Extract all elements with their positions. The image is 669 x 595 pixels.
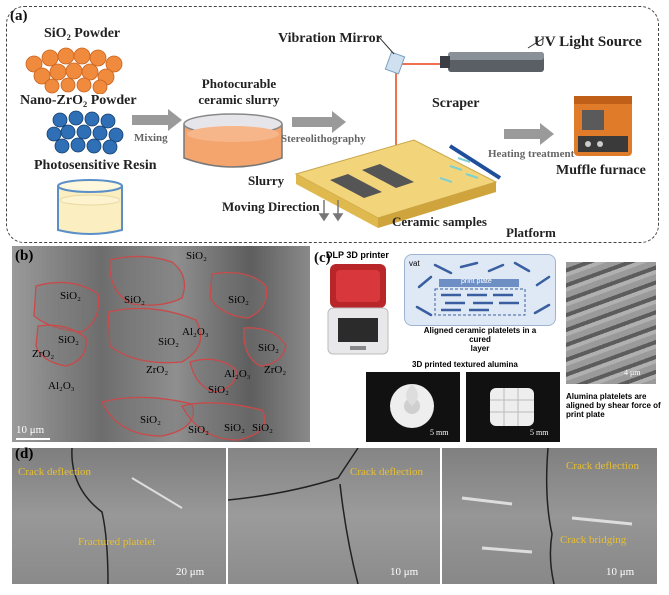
platelets bbox=[415, 261, 551, 317]
panel-b-scale-label: 10 μm bbox=[16, 424, 45, 436]
crack-path-3 bbox=[461, 448, 633, 584]
panel-b-label: (b) bbox=[15, 248, 34, 264]
slurry-title-line-2: ceramic slurry bbox=[198, 92, 280, 107]
alumina-sem-image: 4 μm bbox=[566, 262, 656, 384]
stereolithography-label: Stereolithography bbox=[281, 133, 366, 145]
panel-b-scale-bar bbox=[16, 438, 50, 440]
panel-d-label: (d) bbox=[15, 446, 34, 462]
textured-photo-2: 5 mm bbox=[466, 372, 560, 442]
alumina-caption-line-1: Alumina platelets are bbox=[566, 392, 647, 401]
aligned-caption: Aligned ceramic platelets in a cured lay… bbox=[414, 326, 546, 353]
slurry-title: Photocurable ceramic slurry bbox=[194, 76, 284, 108]
crack-deflection-label-2: Crack deflection bbox=[350, 466, 423, 478]
label-sio2-3: SiO₂ bbox=[124, 294, 145, 306]
label-sio2-2: SiO₂ bbox=[60, 290, 81, 302]
muffle-furnace bbox=[574, 96, 632, 156]
muffle-furnace-label: Muffle furnace bbox=[556, 163, 646, 178]
panel-d1-scale: 20 μm bbox=[176, 566, 205, 578]
slurry-dish bbox=[183, 113, 283, 168]
uv-pointer bbox=[527, 37, 545, 49]
panel-d3-scale: 10 μm bbox=[606, 566, 635, 578]
uv-source-label: UV Light Source bbox=[534, 34, 642, 50]
sio2-powder-spheres bbox=[25, 47, 123, 94]
vibration-mirror-label: Vibration Mirror bbox=[278, 31, 382, 46]
vibration-mirror bbox=[384, 51, 406, 75]
textured-photo-1: 5 mm bbox=[366, 372, 460, 442]
scraper-label: Scraper bbox=[432, 96, 480, 111]
panel-a-frame bbox=[6, 6, 659, 243]
moving-direction-label: Moving Direction bbox=[222, 199, 320, 214]
panel-d-image-1: Crack deflection Fractured platelet 20 μ… bbox=[12, 448, 226, 584]
mixing-label: Mixing bbox=[134, 132, 168, 144]
label-sio2-1: SiO₂ bbox=[186, 250, 207, 262]
printing-platform bbox=[294, 139, 502, 228]
turbine-part bbox=[390, 384, 434, 428]
panel-c-label: (c) bbox=[314, 250, 331, 266]
grain-outlines bbox=[33, 255, 287, 441]
moving-direction-arrows bbox=[318, 200, 344, 222]
label-sio2-8: SiO₂ bbox=[208, 384, 229, 396]
label-sio2-9: SiO₂ bbox=[140, 414, 161, 426]
dlp-label: DLP 3D printer bbox=[326, 250, 389, 260]
lattice-part bbox=[490, 388, 534, 426]
slurry-title-line-1: Photocurable bbox=[201, 76, 277, 91]
label-al2o3-3: Al₂O₃ bbox=[48, 380, 75, 392]
mixing-arrow bbox=[132, 109, 182, 131]
alumina-caption: Alumina platelets are aligned by shear f… bbox=[566, 392, 662, 419]
label-sio2-10: SiO₂ bbox=[188, 424, 209, 436]
crack-deflection-label-3: Crack deflection bbox=[566, 460, 639, 472]
sio2-powder-label: SiO₂ Powder bbox=[44, 26, 121, 41]
heating-label: Heating treatment bbox=[488, 148, 575, 160]
resin-beaker bbox=[57, 179, 123, 235]
label-al2o3-1: Al₂O₃ bbox=[182, 326, 209, 338]
panel-d-image-3: Crack deflection Crack bridging 10 μm bbox=[442, 448, 657, 584]
label-zro2-1: ZrO₂ bbox=[32, 348, 55, 360]
slurry-label: Slurry bbox=[248, 173, 285, 188]
ceramic-samples-label: Ceramic samples bbox=[392, 214, 487, 229]
photo-2-scale: 5 mm bbox=[530, 428, 549, 437]
label-sio2-7: SiO₂ bbox=[258, 342, 279, 354]
label-zro2-2: ZrO₂ bbox=[146, 364, 169, 376]
aligned-caption-line-1: Aligned ceramic platelets in a cured bbox=[423, 326, 537, 344]
heating-arrow bbox=[504, 123, 554, 145]
crack-bridging-label: Crack bridging bbox=[560, 534, 627, 546]
alumina-caption-line-3: print plate bbox=[566, 410, 605, 419]
vat-label: vat bbox=[409, 259, 420, 268]
textured-label: 3D printed textured alumina bbox=[412, 360, 518, 369]
dlp-printer bbox=[327, 264, 389, 355]
print-plate-label: print plate bbox=[461, 278, 492, 285]
panel-d2-scale: 10 μm bbox=[390, 566, 419, 578]
zro2-powder-label: Nano-ZrO₂ Powder bbox=[20, 93, 137, 108]
crack-path-1 bbox=[71, 448, 183, 584]
panel-d-image-2: Crack deflection 10 μm bbox=[228, 448, 440, 584]
label-sio2-4: SiO₂ bbox=[228, 294, 249, 306]
panel-b-sem-image: SiO₂ SiO₂ SiO₂ SiO₂ Al₂O₃ SiO₂ SiO₂ SiO₂… bbox=[12, 246, 310, 442]
label-sio2-6: SiO₂ bbox=[158, 336, 179, 348]
alumina-scale: 4 μm bbox=[624, 368, 641, 377]
photo-1-scale: 5 mm bbox=[430, 428, 449, 437]
stereolithography-arrow bbox=[292, 111, 346, 133]
label-sio2-11: SiO₂ bbox=[224, 422, 245, 434]
uv-light-source bbox=[440, 52, 544, 72]
label-al2o3-2: Al₂O₃ bbox=[224, 368, 251, 380]
alumina-caption-line-2: aligned by shear force of bbox=[566, 401, 661, 410]
platform-label: Platform bbox=[506, 225, 556, 240]
scraper-blade bbox=[448, 144, 502, 180]
label-sio2-12: SiO₂ bbox=[252, 422, 273, 434]
vat-diagram: vat print plate bbox=[404, 254, 556, 326]
panel-a-label: (a) bbox=[10, 8, 28, 24]
crack-deflection-label-1: Crack deflection bbox=[18, 466, 91, 478]
crack-path-2 bbox=[228, 448, 359, 584]
label-sio2-5: SiO₂ bbox=[58, 334, 79, 346]
zro2-powder-spheres bbox=[46, 110, 124, 155]
aligned-caption-line-2: layer bbox=[470, 344, 490, 353]
label-zro2-3: ZrO₂ bbox=[264, 364, 287, 376]
resin-label: Photosensitive Resin bbox=[34, 158, 157, 173]
fractured-platelet-label: Fractured platelet bbox=[78, 536, 156, 548]
